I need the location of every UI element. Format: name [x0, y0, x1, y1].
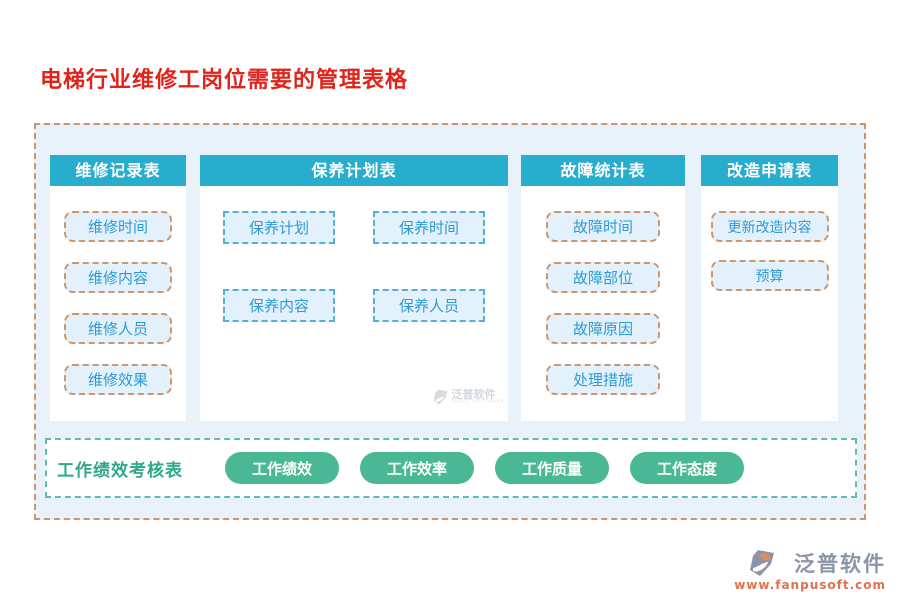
- management-tables-board: 维修记录表 维修时间 维修内容 维修人员 维修效果 保养计划表 保养计划 保养时…: [34, 123, 866, 520]
- brand-footer: 泛普软件 www.fanpusoft.com: [734, 548, 886, 592]
- column-maintenance-plan: 保养计划表 保养计划 保养时间 保养内容 保养人员 泛普软件 FANPU SOF…: [200, 155, 508, 421]
- column-body: 维修时间 维修内容 维修人员 维修效果: [50, 186, 186, 421]
- watermark-subtext: FANPU SOFTWARE: [451, 399, 504, 405]
- field-tag: 维修效果: [64, 364, 172, 395]
- watermark-name: 泛普软件: [451, 388, 496, 401]
- assessment-table-label: 工作绩效考核表: [57, 460, 183, 481]
- column-header: 故障统计表: [521, 155, 685, 186]
- column-body: 保养计划 保养时间 保养内容 保养人员 泛普软件 FANPU SOFTWARE: [200, 186, 508, 421]
- assessment-pill: 工作质量: [495, 452, 609, 484]
- column-renovation-application: 改造申请表 更新改造内容 预算: [701, 155, 838, 421]
- field-tag: 维修人员: [64, 313, 172, 344]
- field-tag: 故障原因: [546, 313, 660, 344]
- column-header: 改造申请表: [701, 155, 838, 186]
- page-title: 电梯行业维修工岗位需要的管理表格: [40, 68, 409, 93]
- column-header: 保养计划表: [200, 155, 508, 186]
- field-tag: 维修时间: [64, 211, 172, 242]
- column-body: 故障时间 故障部位 故障原因 处理措施: [521, 186, 685, 421]
- field-tag: 保养人员: [373, 289, 485, 322]
- fanpu-logo-icon: [434, 389, 448, 405]
- assessment-pill: 工作效率: [360, 452, 474, 484]
- assessment-pill: 工作态度: [630, 452, 744, 484]
- field-tag: 维修内容: [64, 262, 172, 293]
- field-tag: 故障部位: [546, 262, 660, 293]
- brand-name: 泛普软件: [794, 552, 886, 576]
- field-tag: 更新改造内容: [710, 211, 829, 242]
- brand-url-link[interactable]: www.fanpusoft.com: [734, 578, 886, 592]
- field-tag: 处理措施: [546, 364, 660, 395]
- field-tag: 保养计划: [223, 211, 335, 244]
- fanpu-logo-icon: [750, 550, 775, 576]
- column-body: 更新改造内容 预算: [701, 186, 838, 421]
- field-tag: 预算: [710, 260, 829, 291]
- column-repair-records: 维修记录表 维修时间 维修内容 维修人员 维修效果: [50, 155, 186, 421]
- field-tag: 故障时间: [546, 211, 660, 242]
- performance-assessment-box: 工作绩效考核表 工作绩效 工作效率 工作质量 工作态度: [45, 438, 857, 498]
- watermark-texts: 泛普软件 FANPU SOFTWARE: [451, 389, 504, 405]
- column-header: 维修记录表: [50, 155, 186, 186]
- field-tag: 保养内容: [223, 289, 335, 322]
- column-fault-statistics: 故障统计表 故障时间 故障部位 故障原因 处理措施: [521, 155, 685, 421]
- assessment-pill: 工作绩效: [225, 452, 339, 484]
- watermark: 泛普软件 FANPU SOFTWARE: [433, 389, 504, 405]
- assessment-pill-row: 工作绩效 工作效率 工作质量 工作态度: [225, 452, 744, 484]
- field-tag: 保养时间: [373, 211, 485, 244]
